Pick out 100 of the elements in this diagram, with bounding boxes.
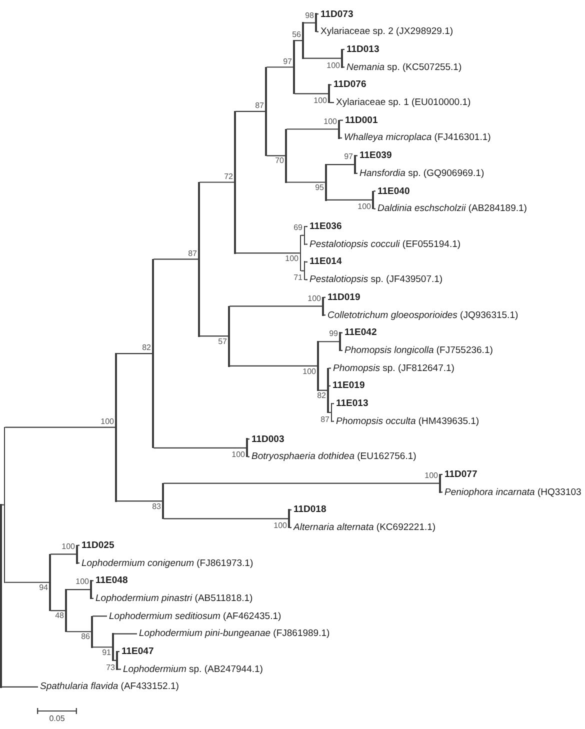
- branch-line: [328, 368, 331, 369]
- branch-line: [340, 350, 342, 352]
- bootstrap-value: 95: [315, 184, 324, 192]
- bootstrap-value: 57: [218, 338, 227, 346]
- isolate-label: 11E048: [94, 575, 128, 586]
- bootstrap-value: 69: [294, 224, 302, 232]
- branch-line: [328, 385, 330, 386]
- branch-line: [440, 474, 442, 475]
- branch-line: [316, 31, 318, 32]
- branch-line: [154, 258, 198, 260]
- bootstrap-value: 82: [142, 344, 151, 352]
- branch-line: [305, 244, 308, 245]
- isolate-label: 11D019: [326, 292, 360, 303]
- taxon-label: Alternaria alternata (KC692221.1): [292, 522, 436, 534]
- branch-line: [374, 208, 376, 210]
- branch-line: [92, 580, 94, 582]
- taxon-label: Xylariaceae sp. 1 (EU010000.1): [334, 97, 471, 108]
- bootstrap-value: 91: [102, 648, 111, 657]
- branch-line: [5, 426, 116, 428]
- taxon-label: Lophodermium pinastri (AB511818.1): [94, 592, 253, 604]
- branch-line: [305, 279, 308, 280]
- bootstrap-value: 97: [283, 58, 292, 66]
- branch-line: [440, 492, 442, 493]
- branch-line: [118, 668, 121, 670]
- branch-line: [316, 13, 318, 15]
- bootstrap-value: 100: [62, 542, 75, 551]
- isolate-label: 11D001: [343, 114, 378, 126]
- isolate-label: 11E019: [330, 380, 365, 392]
- branch-line: [114, 633, 137, 634]
- branch-line: [324, 314, 326, 316]
- isolate-label: 11E036: [308, 221, 342, 232]
- isolate-label: 11D025: [80, 540, 114, 551]
- bootstrap-value: 97: [344, 153, 353, 162]
- bootstrap-value: 83: [152, 502, 161, 511]
- branch-line: [294, 93, 328, 94]
- branch-line: [330, 84, 332, 86]
- bootstrap-value: 87: [188, 250, 197, 258]
- branch-line: [92, 646, 112, 648]
- branch-line: [318, 341, 340, 342]
- taxon-label: Spathularia flavida (AF433152.1): [38, 681, 179, 692]
- isolate-label: 11D013: [344, 44, 380, 55]
- branch-line: [164, 482, 440, 484]
- bootstrap-value: 100: [314, 97, 327, 106]
- isolate-label: 11E040: [376, 186, 410, 197]
- branch-line: [200, 336, 228, 337]
- branch-line: [304, 22, 316, 24]
- branch-line: [340, 332, 342, 334]
- branch-line: [304, 58, 342, 59]
- branch-line: [332, 420, 334, 422]
- branch-line: [200, 182, 234, 183]
- bootstrap-value: 100: [302, 368, 316, 376]
- branch-line: [78, 544, 80, 546]
- bootstrap-value: 100: [285, 254, 298, 263]
- bootstrap-value: 100: [324, 118, 337, 126]
- branch-line: [230, 306, 322, 307]
- taxon-label: Daldinia eschscholzii (AB284189.1): [376, 203, 527, 214]
- branch-line: [92, 598, 94, 599]
- isolate-label: 11D003: [250, 434, 284, 445]
- bootstrap-value: 87: [320, 416, 330, 424]
- bootstrap-value: 100: [232, 451, 245, 460]
- taxon-label: Pestalotiopsis cocculi (EF055194.1): [308, 238, 461, 250]
- branch-line: [290, 527, 292, 528]
- bootstrap-value: 100: [358, 203, 371, 212]
- isolate-label: 11E014: [308, 256, 342, 268]
- isolate-label: 11E013: [334, 398, 368, 410]
- isolate-label: 11E042: [342, 327, 377, 338]
- branch-line: [342, 48, 344, 50]
- bootstrap-value: 99: [329, 330, 338, 338]
- branch-line: [248, 456, 250, 458]
- branch-line: [236, 110, 266, 112]
- taxon-label: Nemania sp. (KC507255.1): [344, 62, 462, 73]
- branch-line: [2, 686, 38, 688]
- branch-line: [301, 234, 304, 236]
- branch-line: [326, 164, 354, 166]
- branch-line: [332, 403, 334, 404]
- taxon-label: Lophodermium pini-bungeanae (FJ861989.1): [137, 628, 330, 640]
- branch-line: [154, 447, 246, 448]
- isolate-label: 11E047: [120, 646, 154, 658]
- branch-line: [305, 261, 308, 262]
- branch-line: [5, 582, 50, 583]
- isolate-label: 11D073: [318, 8, 354, 20]
- branch-line: [92, 616, 107, 617]
- bootstrap-value: 87: [255, 102, 264, 110]
- taxon-label: Colletotrichum gloeosporioides (JQ936315.1): [326, 310, 518, 321]
- isolate-label: 11E039: [358, 150, 392, 162]
- branch-line: [266, 66, 294, 68]
- bootstrap-value: 82: [317, 392, 326, 400]
- branch-line: [324, 296, 326, 298]
- branch-line: [290, 509, 292, 510]
- branch-line: [326, 199, 372, 200]
- branch-line: [50, 610, 66, 612]
- branch-line: [66, 589, 90, 590]
- branch-line: [342, 66, 344, 68]
- branch-line: [50, 554, 76, 555]
- branch-line: [286, 182, 326, 183]
- bootstrap-value: 71: [294, 274, 302, 282]
- branch-line: [356, 155, 358, 156]
- bootstrap-value: 98: [305, 12, 314, 20]
- scale-value: 0.05: [49, 714, 65, 723]
- branch-line: [78, 562, 80, 564]
